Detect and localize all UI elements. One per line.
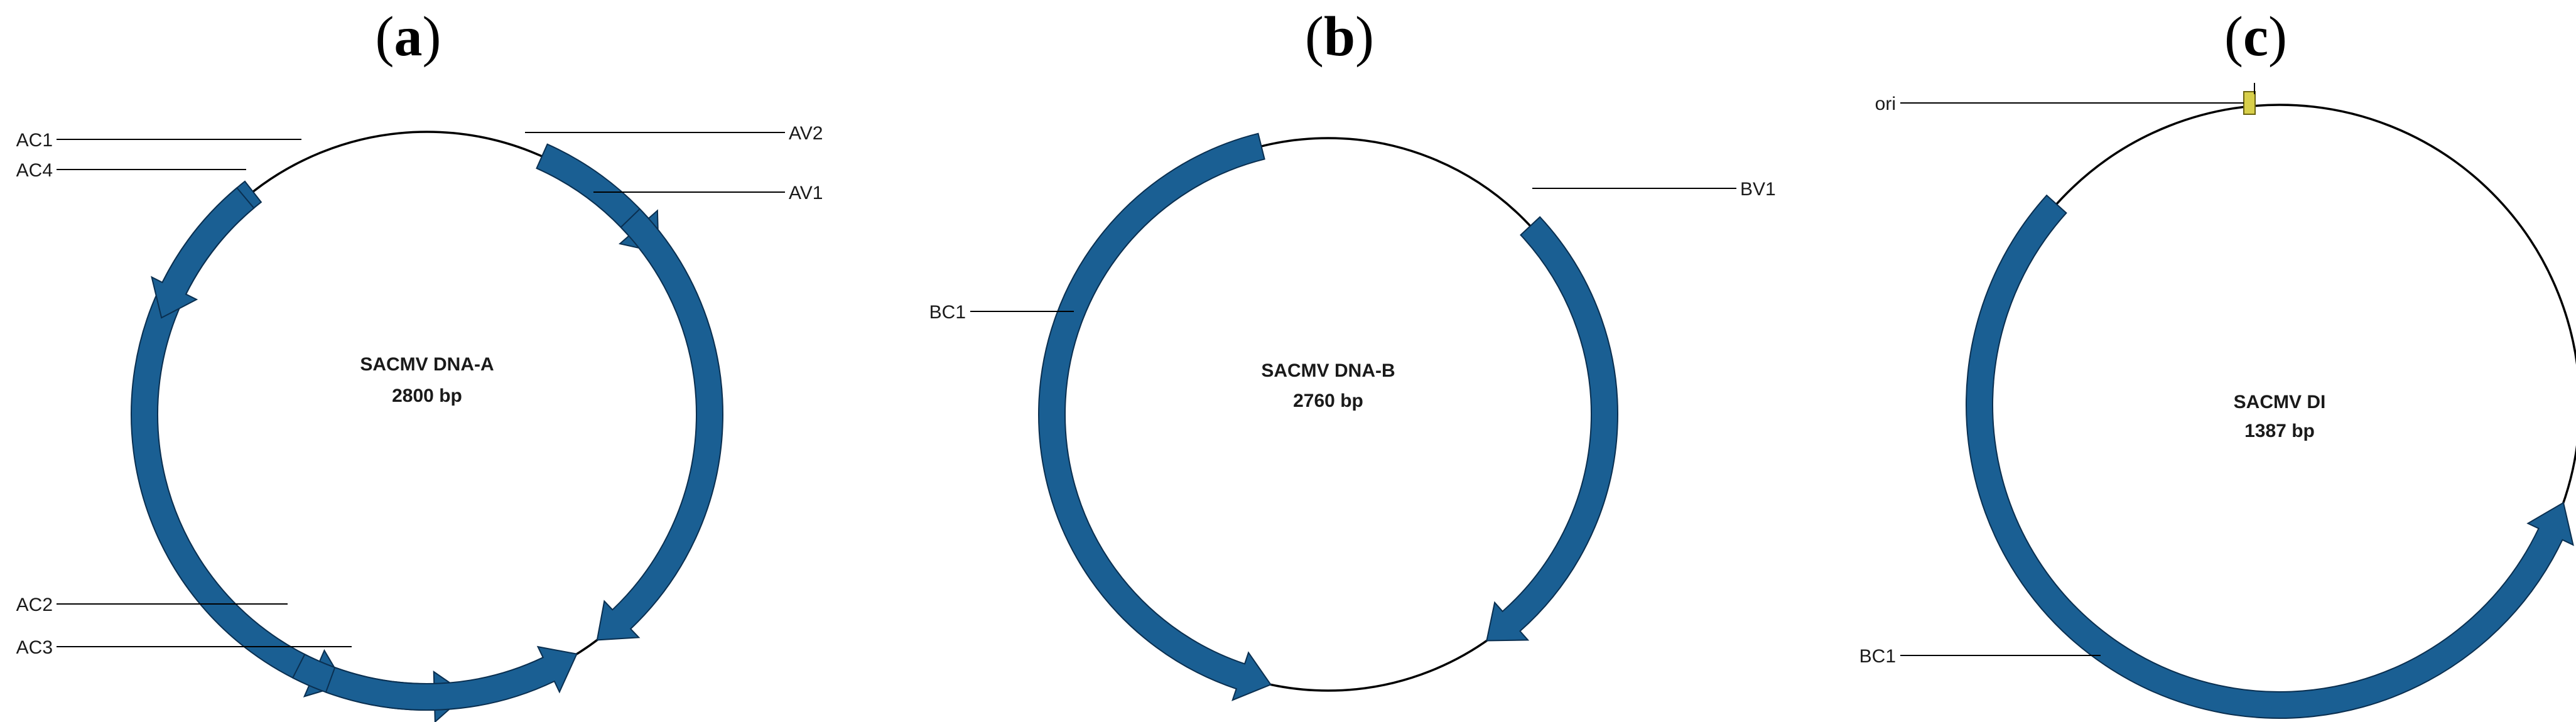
gene-bv1-arrow [1486, 216, 1618, 642]
panel-c-size: 1387 bp [2244, 421, 2315, 441]
panel-b-letter: (b) [1305, 6, 1374, 68]
label-ac1: AC1 [16, 130, 53, 151]
gene-bc1-arrow [1038, 132, 1272, 701]
panel-c: (c) SACMV DI 1387 bp ori BC1 [1859, 6, 2576, 719]
panel-a-letter: (a) [376, 6, 441, 68]
label-av2: AV2 [789, 123, 823, 144]
label-ac3: AC3 [16, 637, 53, 658]
label-ac2: AC2 [16, 595, 53, 615]
label-av1: AV1 [789, 183, 823, 203]
label-bc1: BC1 [929, 302, 966, 323]
label-ori: ori [1875, 94, 1896, 114]
panel-b: (b) SACMV DNA-B 2760 bp BV1 BC1 [929, 6, 1776, 701]
panel-c-letter: (c) [2224, 6, 2287, 68]
gene-ac3-arrow [325, 645, 578, 711]
panel-b-size: 2760 bp [1293, 391, 1363, 411]
label-bv1: BV1 [1740, 179, 1776, 200]
panel-c-title: SACMV DI [2234, 392, 2326, 412]
gene-av1-arrow [596, 208, 723, 641]
ori-marker [2243, 91, 2256, 115]
label-bc1-c: BC1 [1859, 646, 1896, 667]
panel-b-title: SACMV DNA-B [1261, 360, 1395, 381]
panel-a-size: 2800 bp [392, 385, 462, 406]
gene-bc1-arrow-c [1966, 194, 2574, 719]
panel-a-title: SACMV DNA-A [360, 354, 494, 375]
panel-a: (a) SACMV DNA-A 2800 bp AV2 AV1 AC1 AC4 … [16, 6, 823, 722]
gene-ac1-arrow [131, 180, 345, 698]
label-ac4: AC4 [16, 160, 53, 181]
gene-ac4-arrow [151, 186, 255, 319]
